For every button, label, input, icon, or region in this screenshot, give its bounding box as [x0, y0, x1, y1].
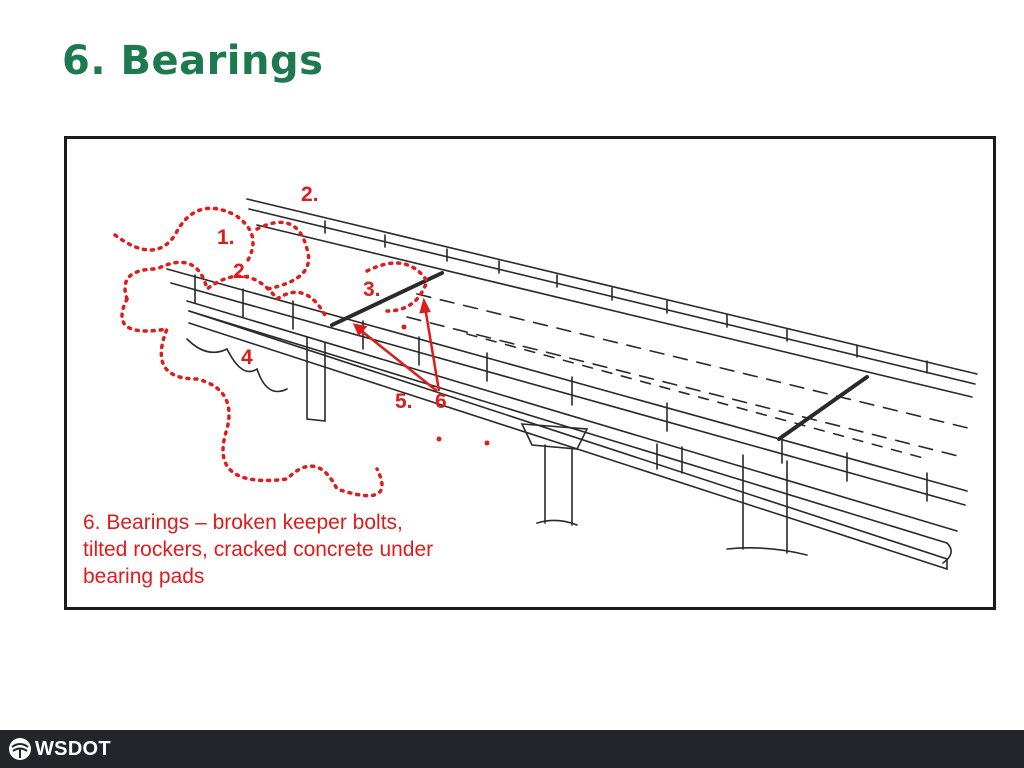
figure-caption: 6. Bearings – broken keeper bolts, tilte… [83, 511, 434, 588]
ground-right [536, 519, 952, 564]
bridge-drawing [166, 198, 978, 571]
girder [188, 310, 948, 571]
pier-cap-1 [520, 423, 589, 450]
callout-outline-3 [365, 261, 429, 313]
ground-left [186, 338, 288, 393]
callout-marker-5: 5. [395, 390, 413, 413]
bridge-illustration [113, 198, 978, 571]
near-rail-top [166, 268, 968, 492]
callout-marker-2: 2. [233, 260, 251, 283]
near-rail-mid [170, 282, 966, 506]
abutment-left [306, 336, 326, 422]
bridge-illustration-frame: 2. 1. 2. 3. 4 5. 6 6. Bearings – broken … [64, 136, 996, 610]
callout-marker-2-top: 2. [301, 183, 319, 206]
pier-column-2 [656, 443, 683, 474]
arrow-to-bearing-right [423, 306, 441, 392]
pier-column-1 [544, 444, 573, 526]
near-deck-top [186, 300, 958, 532]
arrow-head-right [419, 297, 431, 314]
wsdot-logo-text: WSDOT [35, 737, 111, 760]
expansion-joint-left [330, 271, 444, 327]
wsdot-logo: WSDOT [8, 737, 111, 761]
callout-outline-1 [113, 206, 255, 267]
lane-line-2 [406, 316, 963, 458]
bearing-arrows [352, 297, 441, 392]
slide-title: 6. Bearings [62, 38, 324, 84]
abutment-right [742, 454, 788, 554]
callout-outlines [113, 206, 429, 498]
callout-marker-3: 3. [363, 278, 381, 301]
footer-bar: WSDOT [0, 730, 1024, 768]
callout-marker-4: 4 [241, 346, 253, 369]
far-deck-edge [256, 224, 973, 398]
arrow-to-bearing-left [358, 328, 438, 392]
lane-line-3 [466, 333, 928, 460]
far-rail-top [246, 198, 978, 375]
callout-outline-2b [123, 260, 329, 321]
near-rail-posts [194, 274, 928, 502]
arrow-head-left [352, 323, 368, 337]
expansion-joint-right [777, 375, 869, 441]
callout-marker-6: 6 [435, 390, 447, 413]
wsdot-logo-icon [9, 738, 31, 760]
callout-outline-4 [120, 297, 384, 498]
callout-outline-2a [255, 220, 311, 291]
stray-dots [401, 324, 490, 446]
far-rail-posts [324, 220, 928, 374]
callout-marker-1: 1. [217, 226, 235, 249]
